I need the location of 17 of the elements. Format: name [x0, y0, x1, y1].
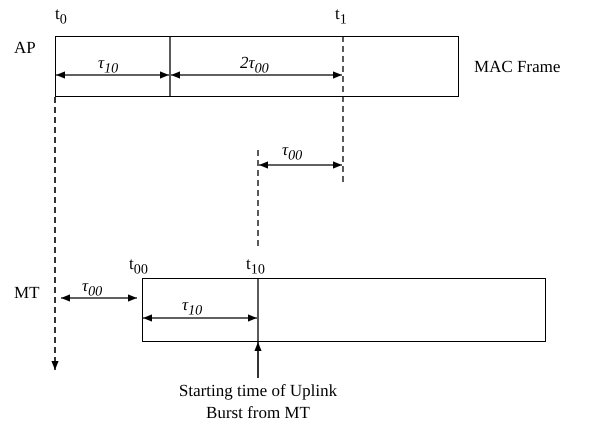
duration-label: τ$_{10}$ — [182, 295, 202, 320]
leader-arrow — [254, 342, 262, 378]
frame-bar — [142, 278, 546, 342]
annotation-text: Starting time of Uplink Burst from MT — [178, 380, 338, 424]
station-label: MT — [14, 283, 40, 303]
station-label: AP — [14, 38, 36, 58]
dashed-time-arrow — [51, 97, 59, 370]
duration-label: τ$_{10}$ — [98, 53, 118, 78]
duration-label: τ$_{00}$ — [82, 276, 102, 302]
frame-label: MAC Frame — [474, 57, 560, 77]
time-label: t$_{10}$ — [246, 254, 265, 280]
time-label: t$_{00}$ — [129, 254, 148, 280]
duration-label: τ$_{00}$ — [282, 140, 302, 166]
time-label: t$_{1}$ — [335, 4, 347, 30]
duration-label: 2τ$_{00}$ — [240, 53, 269, 78]
frame-bar — [55, 36, 459, 97]
time-label: t$_{0}$ — [55, 4, 67, 30]
